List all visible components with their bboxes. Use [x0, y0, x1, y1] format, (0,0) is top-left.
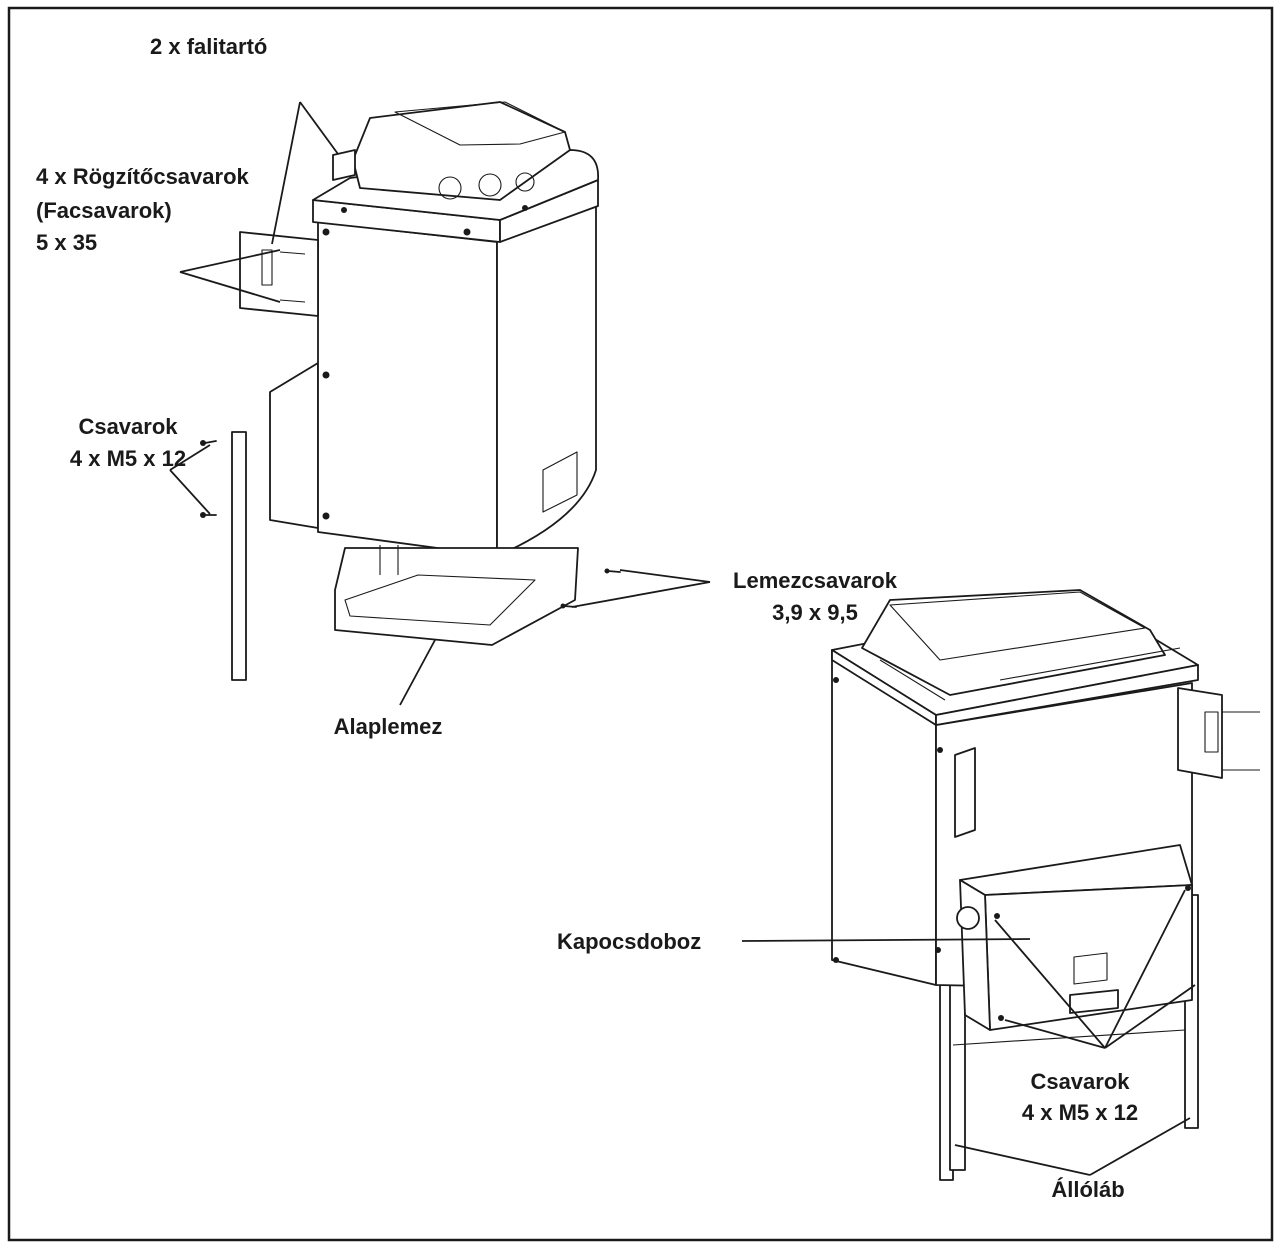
label-sheet-screws-1: Lemezcsavarok — [733, 568, 898, 593]
label-fixing-screws-3: 5 x 35 — [36, 230, 97, 255]
label-screws-right-2: 4 x M5 x 12 — [1022, 1100, 1138, 1125]
leader-lines — [169, 101, 1196, 1176]
right-heater-illustration — [831, 589, 1260, 1181]
label-base-plate: Alaplemez — [334, 714, 443, 739]
label-screws-right-1: Csavarok — [1030, 1069, 1130, 1094]
label-screws-left-1: Csavarok — [78, 414, 178, 439]
left-heater-illustration — [200, 101, 621, 681]
label-sheet-screws-2: 3,9 x 9,5 — [772, 600, 858, 625]
label-fixing-screws-1: 4 x Rögzítőcsavarok — [36, 164, 250, 189]
label-terminal-box: Kapocsdoboz — [557, 929, 701, 954]
label-screws-left-2: 4 x M5 x 12 — [70, 446, 186, 471]
label-fixing-screws-2: (Facsavarok) — [36, 198, 172, 223]
label-wall-brackets: 2 x falitartó — [150, 34, 267, 59]
diagram-border — [7, 6, 1274, 1242]
label-stand-leg: Állóláb — [1051, 1177, 1124, 1202]
